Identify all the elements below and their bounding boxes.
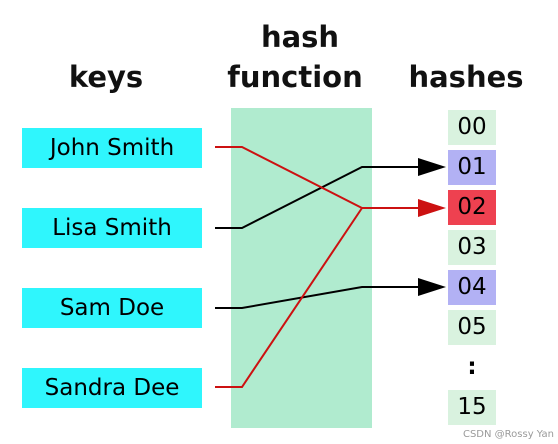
hash-slot-00: 00 xyxy=(448,110,496,145)
hash-slot-04: 04 xyxy=(448,270,496,305)
arrowhead-02 xyxy=(418,199,446,217)
key-john-smith: John Smith xyxy=(22,128,202,168)
hash-slot-15: 15 xyxy=(448,390,496,425)
hash-slot-05: 05 xyxy=(448,310,496,345)
arrow-sam-doe-to-04 xyxy=(215,286,418,309)
hash-slot-01: 01 xyxy=(448,150,496,185)
keys-heading: keys xyxy=(68,60,144,94)
hash-slot-03: 03 xyxy=(448,230,496,265)
hash-function-box xyxy=(231,108,372,428)
hash-slot-02: 02 xyxy=(448,190,496,225)
arrow-sandra-dee-to-02 xyxy=(215,207,363,388)
key-lisa-smith: Lisa Smith xyxy=(22,208,202,248)
arrowhead-01 xyxy=(418,158,446,176)
arrow-lisa-smith-to-01 xyxy=(215,166,418,229)
key-sandra-dee: Sandra Dee xyxy=(22,368,202,408)
hash-function-heading-line2: function xyxy=(227,60,363,94)
arrowhead-04 xyxy=(418,278,446,296)
hash-slot-ellipsis: : xyxy=(467,354,477,380)
hash-function-heading-line1: hash xyxy=(260,20,340,54)
arrow-john-smith-to-02 xyxy=(215,146,418,209)
hashes-heading: hashes xyxy=(408,60,524,94)
watermark: CSDN @Rossy Yan xyxy=(462,429,554,440)
key-sam-doe: Sam Doe xyxy=(22,288,202,328)
